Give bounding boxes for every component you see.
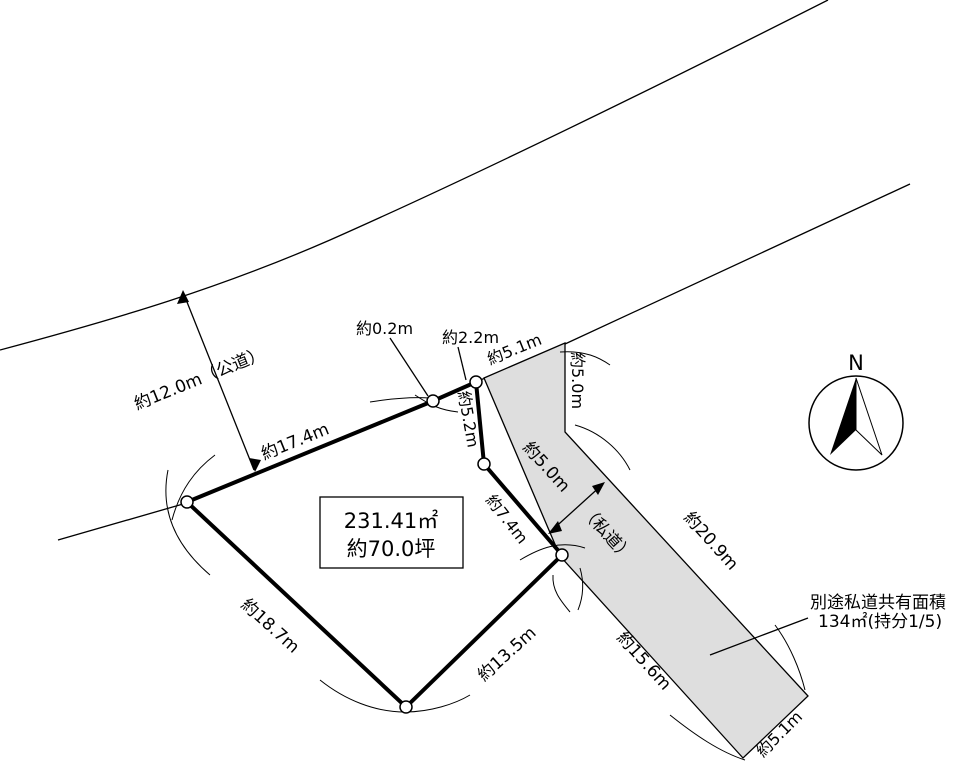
arrowhead (249, 458, 261, 472)
public-road-upper-edge (0, 0, 829, 351)
corner-arc (404, 694, 471, 713)
leader-line (709, 617, 809, 656)
corner-arc (669, 714, 746, 761)
edge-label-top-short: 約2.2m (442, 328, 499, 347)
corner-arc (519, 544, 586, 561)
north-compass-icon: N (808, 351, 904, 471)
edge-label-inner: 約7.4m (482, 491, 532, 548)
arrowhead (177, 290, 189, 304)
private-road-share-detail: 134㎡(持分1/5) (818, 612, 942, 632)
corner-arc (774, 624, 806, 691)
corner-arc (559, 351, 611, 366)
boundary-pin (180, 495, 194, 509)
area-tsubo: 約70.0坪 (347, 537, 436, 561)
leader-line (457, 346, 467, 381)
edge-label-road-right-short: 約5.0m (568, 352, 587, 409)
private-road-share-title: 別途私道共有面積 (810, 593, 946, 613)
corner-arc (577, 567, 584, 611)
edge-label-road-long-right: 約20.9m (679, 508, 742, 574)
corner-arc (171, 454, 216, 521)
boundary-pin (399, 700, 413, 714)
corner-arc (165, 469, 211, 576)
arrowhead (592, 482, 605, 495)
corner-arc (319, 679, 406, 713)
public-road-width-label: 約12.0m（公道） (131, 344, 268, 415)
edge-label-bottom-left: 約18.7m (237, 595, 303, 658)
private-road-area (483, 342, 809, 759)
area-m2: 231.41㎡ (344, 509, 438, 533)
boundary-pin (555, 548, 569, 562)
north-label: N (848, 351, 864, 375)
corner-arc (369, 397, 431, 403)
public-road-dimension (182, 291, 255, 471)
boundary-pin (426, 394, 440, 408)
boundary-pin (477, 457, 491, 471)
corner-arc (574, 424, 631, 471)
corner-arc (552, 574, 571, 613)
area-box (319, 496, 464, 569)
arrowhead (548, 521, 562, 534)
boundary-pin (469, 375, 483, 389)
edge-label-tiny: 約0.2m (356, 319, 413, 338)
leader-line (389, 337, 429, 397)
